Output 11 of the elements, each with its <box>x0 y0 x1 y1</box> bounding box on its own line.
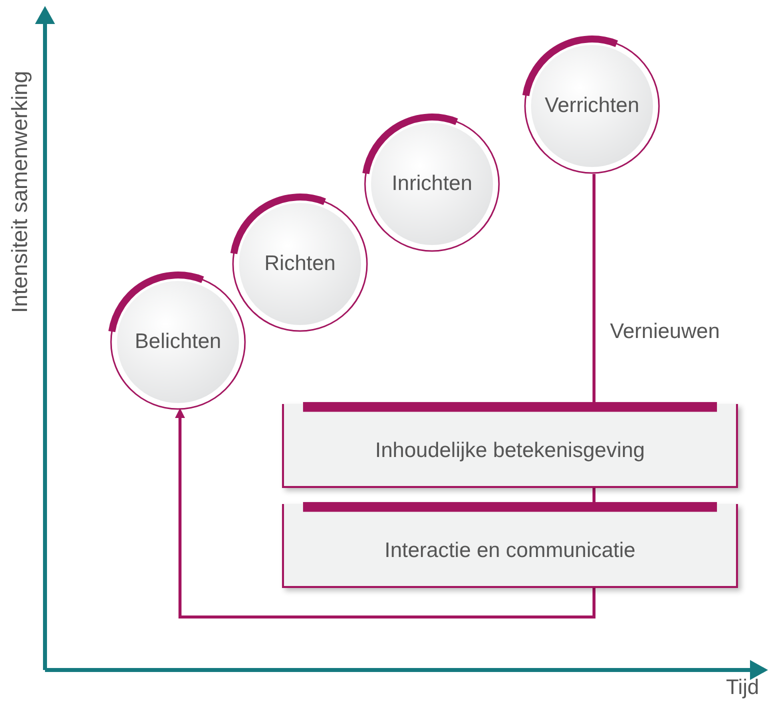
connector-line <box>592 174 596 404</box>
process-box: Interactie en communicatie <box>282 504 738 588</box>
process-box: Inhoudelijke betekenisgeving <box>282 404 738 488</box>
connector-line <box>592 488 596 504</box>
phase-circle: Belichten <box>110 274 246 410</box>
arrow <box>175 408 596 618</box>
phase-circle: Richten <box>232 196 368 332</box>
axis-title: Intensiteit samenwerking <box>7 73 33 313</box>
axis-title: Tijd <box>726 676 760 700</box>
phase-circle: Inrichten <box>364 116 500 252</box>
phase-circle: Verrichten <box>524 38 660 174</box>
